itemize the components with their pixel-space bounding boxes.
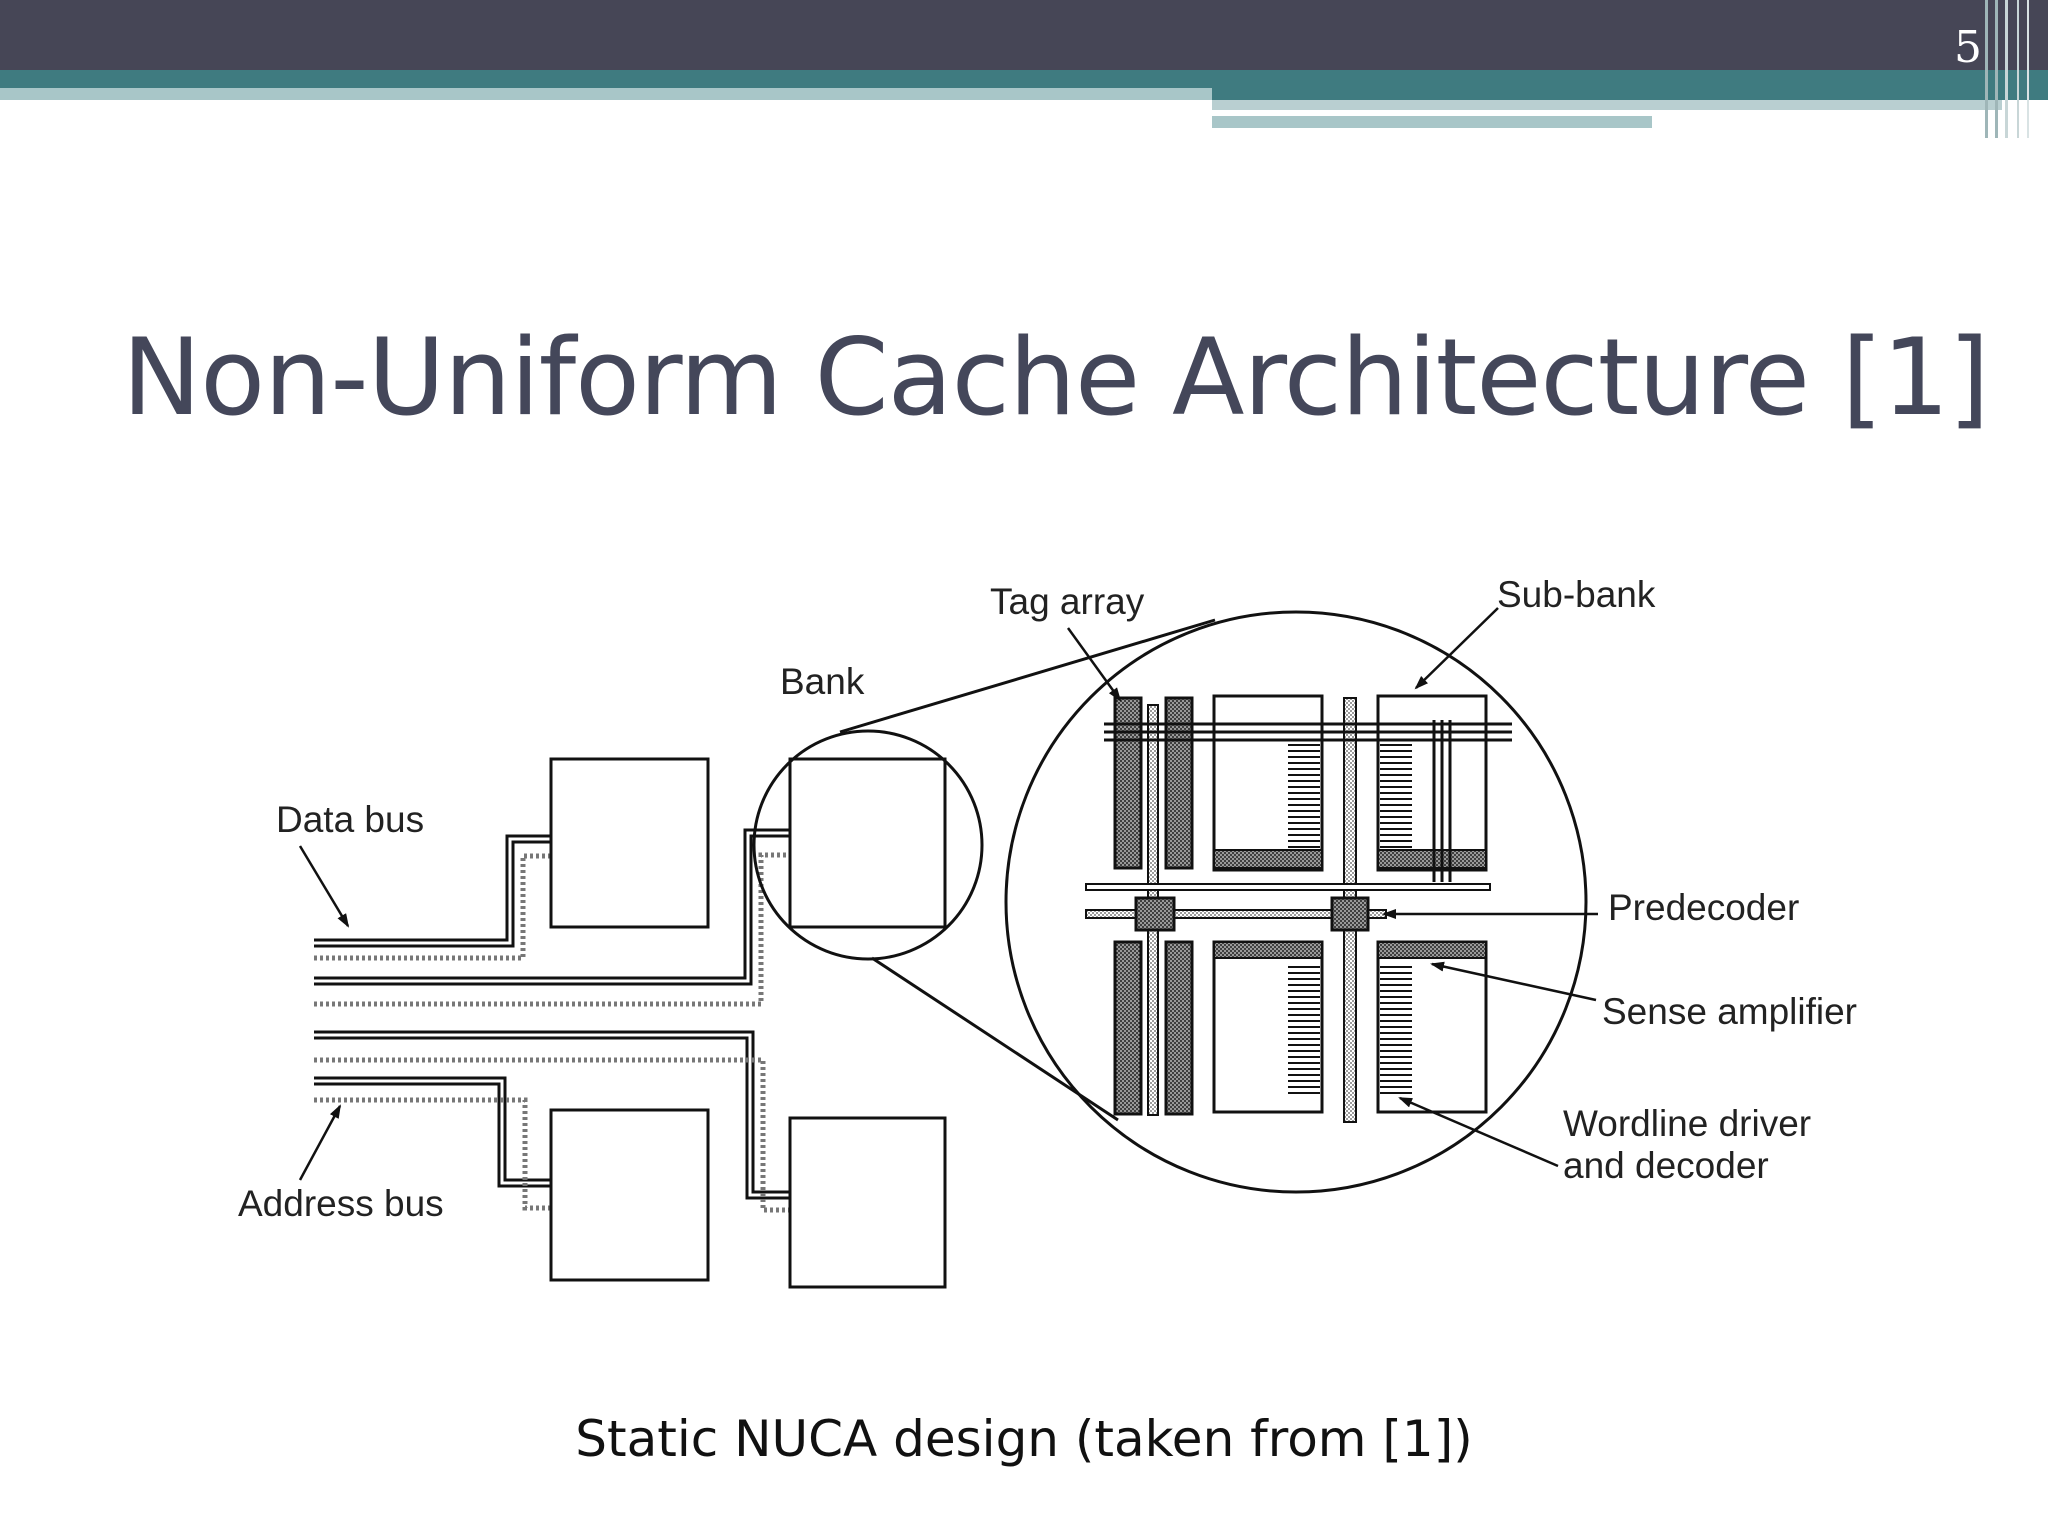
diagram-labels: Tag array Sub-bank Bank Data bus Predeco… xyxy=(238,574,1857,1224)
header-vertical-lines xyxy=(1985,0,2029,138)
sense-amplifier xyxy=(1213,849,1323,869)
callout-arrows xyxy=(298,607,1598,1181)
header-light-stripe xyxy=(0,88,1212,100)
predecoder-block xyxy=(1330,896,1370,932)
header-accent-stripe-right xyxy=(1212,88,2048,100)
label-bank: Bank xyxy=(780,661,865,702)
sense-amplifier xyxy=(1377,849,1487,869)
header-decor-gap xyxy=(1652,128,2002,138)
slide-title: Non-Uniform Cache Architecture [1] xyxy=(122,316,1990,439)
zoom-circle xyxy=(1004,610,1588,1194)
zoom-line-upper xyxy=(839,618,1216,734)
tag-array xyxy=(1164,696,1194,870)
header-decor-gap xyxy=(1212,110,1897,116)
zoomed-bank-detail xyxy=(1085,694,1512,1123)
label-predecoder: Predecoder xyxy=(1608,887,1799,928)
label-sense-amplifier: Sense amplifier xyxy=(1602,991,1857,1032)
label-address-bus: Address bus xyxy=(238,1183,444,1224)
label-wordline-driver: Wordline driver xyxy=(1563,1103,1811,1144)
header-bar xyxy=(0,0,2048,70)
bank-highlight-circle xyxy=(752,729,984,961)
label-sub-bank: Sub-bank xyxy=(1497,574,1656,615)
bank-lower-left xyxy=(549,1108,710,1282)
bank-lower-right xyxy=(788,1116,947,1289)
predecoder-block xyxy=(1134,896,1176,932)
header-decor-stripe xyxy=(1212,100,2002,110)
tag-array xyxy=(1113,940,1143,1116)
tag-array xyxy=(1113,696,1143,870)
label-and-decoder: and decoder xyxy=(1563,1145,1769,1186)
sense-amplifier xyxy=(1213,941,1323,959)
bank-upper-right xyxy=(788,757,947,929)
label-tag-array: Tag array xyxy=(990,581,1145,622)
tag-array xyxy=(1164,940,1194,1116)
header-accent-stripe xyxy=(0,70,2048,88)
header-decor-stripe xyxy=(1212,116,1652,128)
page-number: 5 xyxy=(1954,22,1982,73)
sense-amplifier xyxy=(1377,941,1487,959)
figure-caption: Static NUCA design (taken from [1]) xyxy=(575,1410,1473,1468)
bank-upper-left xyxy=(549,757,710,929)
label-data-bus: Data bus xyxy=(276,799,424,840)
address-bus-dotted xyxy=(314,852,790,1213)
banks xyxy=(549,757,947,1289)
